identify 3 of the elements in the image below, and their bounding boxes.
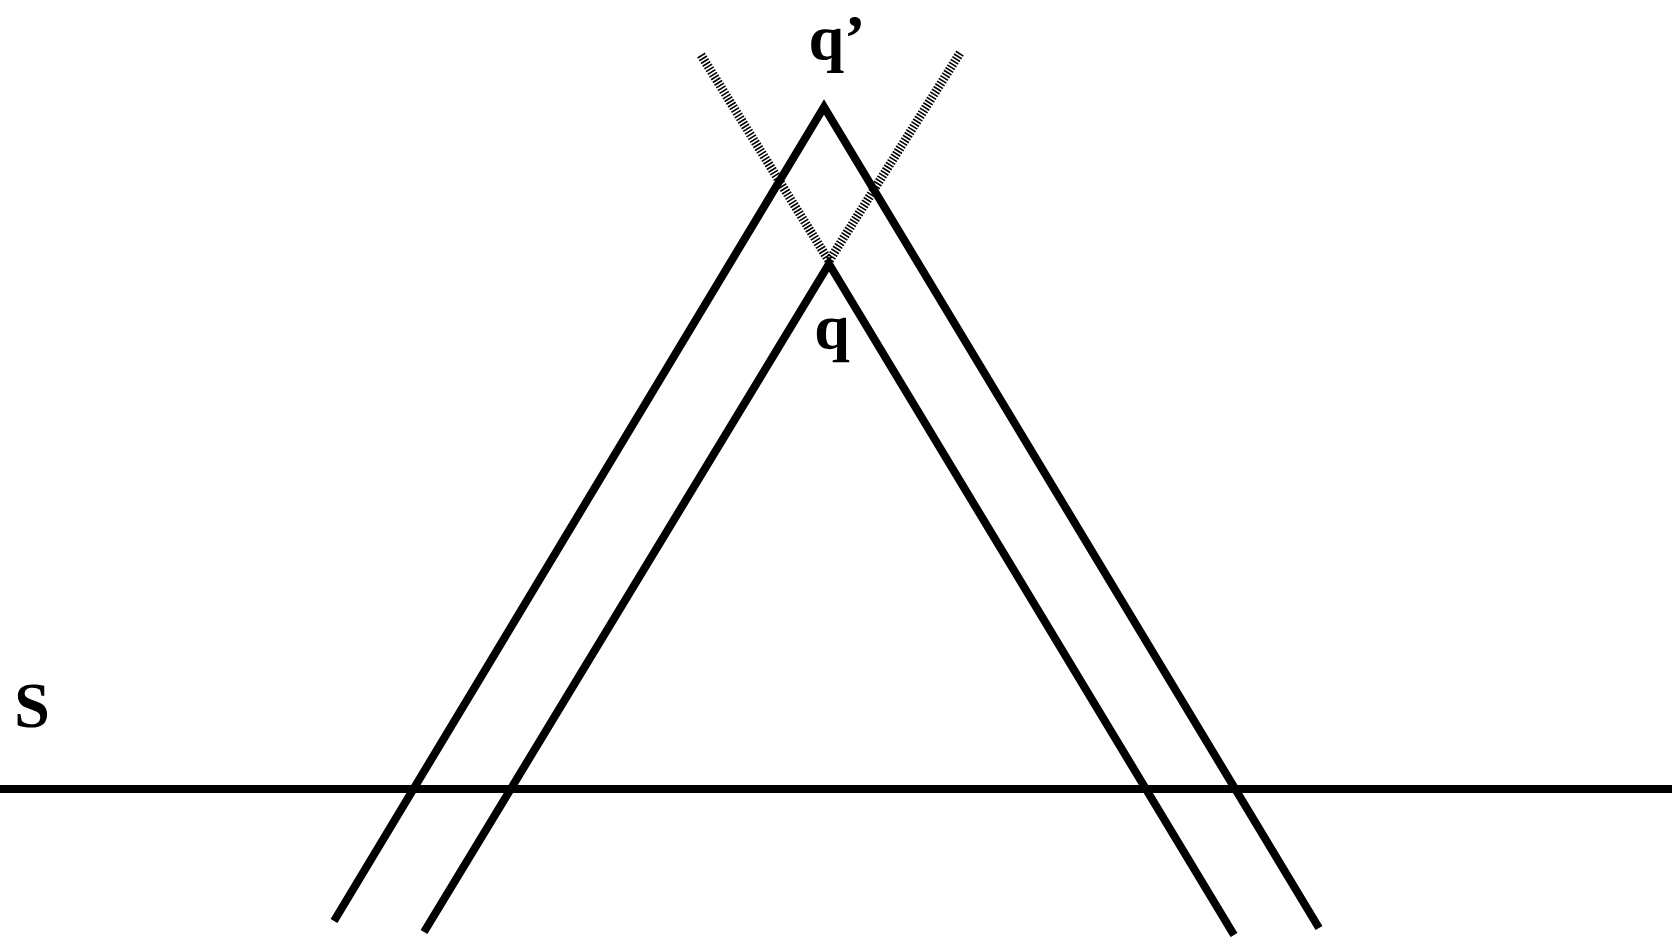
point-label: q’ (811, 16, 861, 74)
point-label: q (816, 317, 850, 363)
line-label: S (17, 684, 48, 728)
